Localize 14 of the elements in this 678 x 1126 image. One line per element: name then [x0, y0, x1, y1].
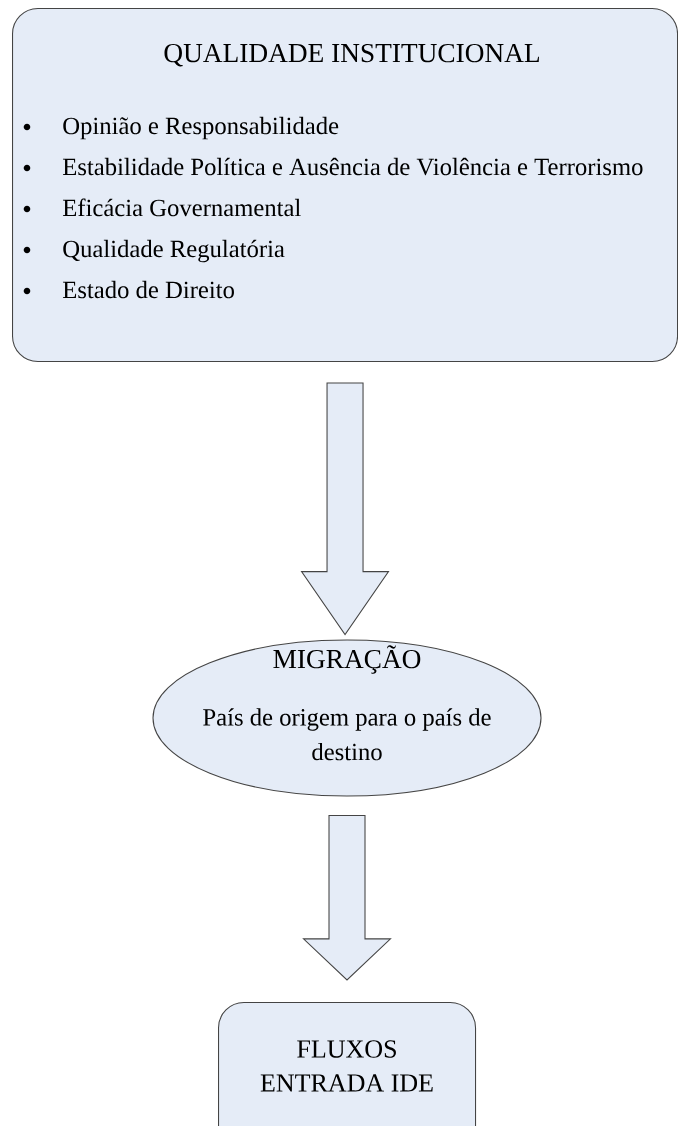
ellipse	[152, 639, 542, 797]
rounded-box	[12, 8, 678, 363]
block-arrow	[302, 815, 392, 981]
list-item: Opinião e Responsabilidade	[63, 116, 339, 140]
list-item: Estabilidade Política e Ausência de Violência e Terrorismo	[63, 157, 643, 176]
ellipse-text: País de origem para o país de destino	[203, 708, 491, 761]
list-item: Eficácia Governamental	[63, 198, 301, 217]
list-item: Qualidade Regulatória	[63, 239, 285, 263]
box-text: FLUXOS ENTRADA IDE	[260, 1040, 433, 1092]
heading: MIGRAÇÃO	[273, 645, 421, 674]
block-arrow	[300, 382, 390, 636]
list-item: Estado de Direito	[63, 280, 234, 299]
rounded-box	[218, 1002, 477, 1126]
heading: QUALIDADE INSTITUCIONAL	[164, 43, 539, 67]
